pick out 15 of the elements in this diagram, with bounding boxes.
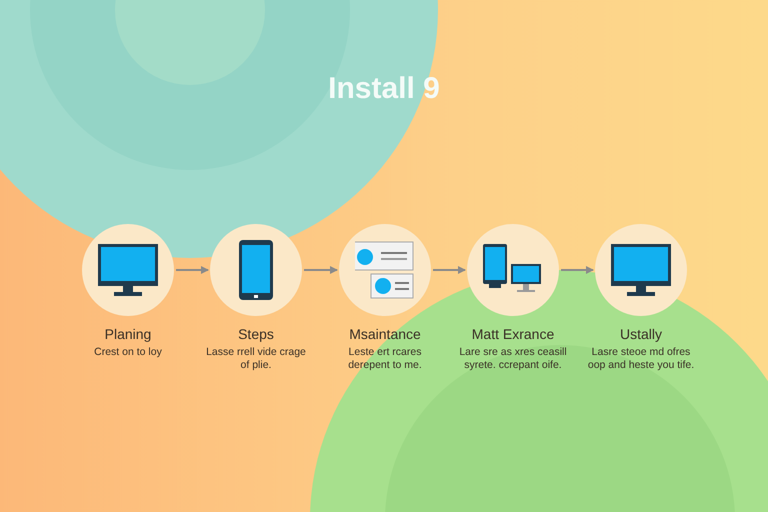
step-heading: Ustally	[618, 326, 663, 342]
arrow	[561, 266, 594, 274]
step-description: Lasse rrell vide crage of plie.	[205, 346, 307, 372]
step-heading: Planing	[104, 326, 152, 342]
arrow	[433, 266, 466, 274]
step-description: Crest on to loy	[93, 346, 163, 359]
step-description: Lasre steoe md ofres oop and heste you tife.	[587, 346, 695, 372]
step-heading: Matt Exrance	[470, 326, 556, 342]
arrow	[304, 266, 338, 274]
step-description: Leste ert rcares derepent to me.	[347, 346, 423, 372]
step-heading: Msaintance	[348, 326, 422, 342]
title: Install 9	[327, 72, 441, 106]
step-description: Lare sre as xres ceasill syrete. ccrepant oife.	[459, 346, 567, 372]
arrow	[176, 266, 209, 274]
step-heading: Steps	[237, 326, 275, 342]
